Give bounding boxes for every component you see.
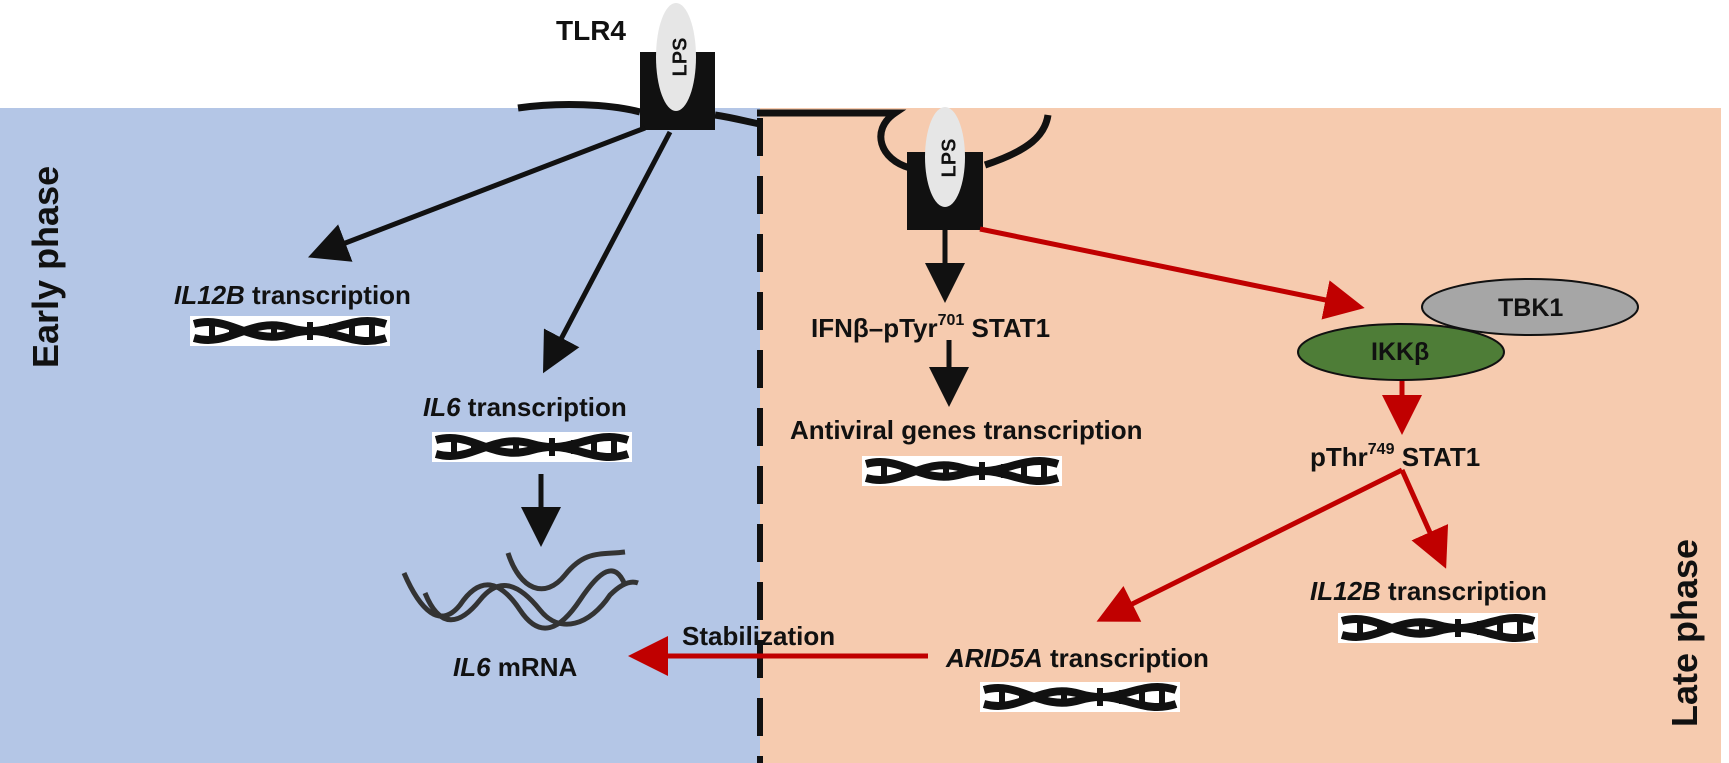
tbk1-node (1421, 278, 1639, 336)
late-phase-label: Late phase (1664, 538, 1705, 727)
label-suffix: STAT1 (1394, 442, 1481, 472)
gene-name: IL6 (423, 392, 461, 422)
early-phase-region (0, 108, 760, 763)
tlr4-receptor-icon (640, 3, 715, 130)
stabilization-label: Stabilization (682, 621, 836, 651)
arrow-pthr-to-il12b (1399, 468, 1449, 569)
ifnb-stat1-label: IFNβ–pTyr701 STAT1 (811, 312, 1051, 343)
antiviral-label: Antiviral genes transcription (790, 415, 1143, 445)
dna-helix-icon (1338, 613, 1538, 643)
gene-name: IL12B (1310, 576, 1381, 606)
dna-helix-icon (432, 432, 632, 462)
label-suffix: mRNA (490, 652, 578, 682)
arrow-receptor-to-ikkb (979, 226, 1365, 320)
gene-name: IL12B (174, 280, 245, 310)
cell-membrane-late (757, 109, 1052, 172)
label-suffix: transcription (1380, 576, 1547, 606)
label-suffix: transcription (460, 392, 627, 422)
il12b-late-label: IL12B transcription (1310, 578, 1547, 604)
dna-helix-icon (190, 316, 390, 346)
ikkb-node (1297, 323, 1505, 381)
tbk1-label: TBK1 (1498, 294, 1564, 322)
lps-label: LPS (669, 37, 692, 77)
dna-helix-icon (862, 456, 1062, 486)
il6-mrna-label: IL6 mRNA (453, 654, 577, 680)
label-suffix: transcription (1042, 643, 1209, 673)
arrow-tlr4-to-il6 (543, 130, 673, 374)
mrna-strand-icon (401, 549, 639, 631)
arrow-pthr-to-arid5a (1096, 467, 1404, 622)
ikkb-label: IKKβ (1371, 338, 1430, 366)
label-suffix: transcription (244, 280, 411, 310)
label-prefix: pThr (1310, 442, 1368, 472)
label-prefix: IFNβ–pTyr (811, 313, 938, 343)
tlr4-receptor-late-icon (907, 107, 983, 230)
tlr4-label: TLR4 (556, 15, 626, 46)
label-suffix: STAT1 (964, 313, 1051, 343)
pthr-stat1-label: pThr749 STAT1 (1310, 441, 1481, 472)
residue-number: 749 (1367, 441, 1395, 458)
il6-label: IL6 transcription (423, 394, 627, 420)
il12b-early-label: IL12B transcription (174, 282, 411, 308)
early-phase-label: Early phase (25, 165, 66, 368)
gene-name: IL6 (453, 652, 491, 682)
lps-late-label: LPS (938, 138, 961, 178)
gene-name: ARID5A (946, 643, 1043, 673)
dna-helix-icon (980, 682, 1180, 712)
residue-number: 701 (937, 312, 965, 329)
arrow-tlr4-to-il12b (307, 125, 646, 262)
arid5a-label: ARID5A transcription (946, 645, 1209, 671)
cell-membrane-early (517, 101, 761, 128)
